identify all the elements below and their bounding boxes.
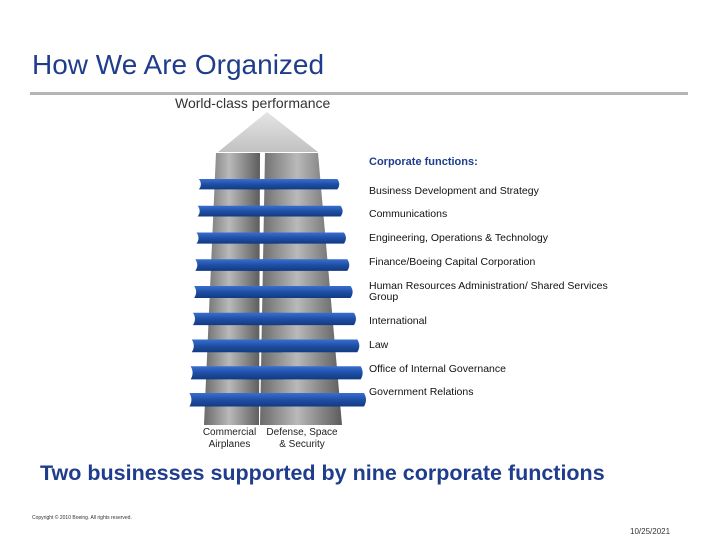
roof (218, 112, 318, 152)
function-item: Human Resources Administration/ Shared S… (369, 280, 608, 303)
title-divider (30, 92, 688, 95)
function-band (248, 205, 343, 217)
function-item: Office of Internal Governance (369, 363, 506, 375)
function-item: Business Development and Strategy (369, 185, 539, 197)
tagline: Two businesses supported by nine corpora… (40, 461, 605, 485)
function-band (248, 179, 340, 190)
function-item: Government Relations (369, 386, 474, 398)
function-item: Engineering, Operations & Technology (369, 232, 549, 244)
column-label-defense-space-security: Defense, Space & Security (266, 427, 338, 450)
slide-date: 10/25/2021 (630, 527, 671, 536)
corporate-functions-heading: Corporate functions: (369, 156, 478, 168)
function-band (245, 339, 360, 353)
function-item: International (369, 315, 427, 327)
function-band (244, 393, 366, 407)
function-band (246, 286, 353, 298)
column-label-commercial-airplanes: Commercial Airplanes (202, 427, 257, 450)
function-item: Communications (369, 208, 448, 220)
copyright-notice: Copyright © 2010 Boeing. All rights rese… (32, 515, 132, 521)
function-item: Law (369, 339, 389, 351)
function-item: Finance/Boeing Capital Corporation (369, 256, 536, 268)
function-band (247, 259, 350, 271)
function-band (246, 312, 356, 326)
function-band (245, 366, 363, 380)
roof-caption: World-class performance (175, 95, 331, 111)
slide-title: How We Are Organized (32, 49, 325, 80)
function-band (247, 232, 346, 244)
